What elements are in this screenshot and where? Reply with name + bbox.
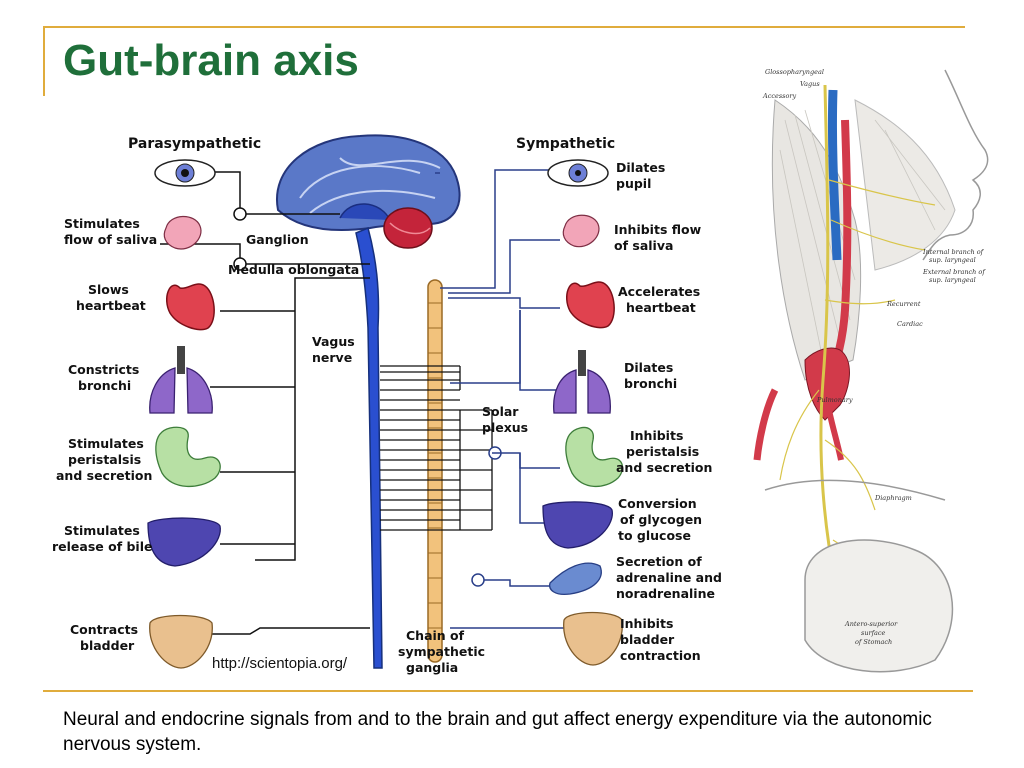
symp-effect-glycogen-2: of glycogen [620,512,702,527]
eye-left-illustration [154,159,216,187]
anatomy-label-accessory: Accessory [762,92,797,100]
bladder-right [563,611,623,666]
symp-effect-adrenaline-2: adrenaline and [616,570,722,585]
liver-left [147,517,221,567]
left-rule [43,26,45,96]
solar-plexus-label-1: Solar [482,404,519,419]
para-effect-peristalsis-1: Stimulates [68,436,144,451]
vagus-label-1: Vagus [312,334,355,349]
anatomy-label-stomach-3: of Stomach [855,638,892,646]
para-effect-bronchi-1: Constricts [68,362,139,377]
anatomy-label-cardiac: Cardiac [897,320,923,328]
parasympathetic-header: Parasympathetic [128,136,261,152]
adrenal-right [549,562,602,596]
anatomy-label-glossopharyngeal: Glossopharyngeal [765,68,824,76]
sympathetic-header: Sympathetic [516,136,615,152]
lungs-left [149,346,213,414]
slide-caption: Neural and endocrine signals from and to… [63,709,932,755]
symp-effect-peristalsis-2: peristalsis [626,444,699,459]
liver-right [542,501,613,549]
vagus-anatomy-illustration: Glossopharyngeal Vagus Accessory Interna… [745,60,1005,680]
chain-label-1: Chain of [406,628,465,643]
para-effect-bronchi-2: bronchi [78,378,131,393]
top-rule [43,26,965,28]
symp-effect-pupil-2: pupil [616,176,651,191]
heart-right [566,281,615,329]
symp-effect-glycogen-1: Conversion [618,496,697,511]
sympathetic-chain [427,279,443,663]
stomach-left [155,426,221,488]
para-effect-heart-1: Slows [88,282,129,297]
brain-illustration [275,134,461,249]
symp-effect-adrenaline-1: Secretion of [616,554,702,569]
symp-effect-bladder-3: contraction [620,648,701,663]
anatomy-label-vagus: Vagus [800,80,820,88]
chain-label-3: ganglia [406,660,458,675]
anatomy-label-external-1: External branch of [922,268,986,276]
medulla-label: Medulla oblongata [228,262,359,277]
salivary-gland-right [562,214,600,248]
eye-right-illustration [547,159,609,187]
anatomy-label-stomach-2: surface [861,629,886,637]
symp-effect-heart-2: heartbeat [626,300,696,315]
heart-left [166,283,215,331]
spinal-cord [355,226,383,669]
stomach-right [565,426,624,488]
source-url: http://scientopia.org/ [212,655,348,672]
para-effect-peristalsis-3: and secretion [56,468,152,483]
para-effect-peristalsis-2: peristalsis [68,452,141,467]
bottom-rule [43,690,973,692]
para-effect-heart-2: heartbeat [76,298,146,313]
lungs-right [553,350,611,414]
chain-label-2: sympathetic [398,644,485,659]
symp-effect-saliva-1: Inhibits flow [614,222,702,237]
para-effect-saliva-2: flow of saliva [64,232,157,247]
symp-effect-pupil-1: Dilates [616,160,665,175]
slide-title: Gut-brain axis [63,36,359,85]
anatomy-label-diaphragm: Diaphragm [874,494,912,502]
symp-effect-bladder-2: bladder [620,632,675,647]
anatomy-label-internal-1: Internal branch of [922,248,985,256]
para-effect-saliva-1: Stimulates [64,216,140,231]
para-effect-bile-2: release of bile [52,539,152,554]
anatomy-label-stomach-1: Antero-superior [844,620,898,628]
para-effect-bladder-2: bladder [80,638,135,653]
ganglion-label: Ganglion [246,232,309,247]
symp-effect-peristalsis-3: and secretion [616,460,712,475]
anatomy-label-pulmonary: Pulmonary [816,396,853,404]
symp-effect-adrenaline-3: noradrenaline [616,586,715,601]
symp-effect-glycogen-3: to glucose [618,528,691,543]
anatomy-label-internal-2: sup. laryngeal [929,256,976,264]
anatomy-label-external-2: sup. laryngeal [929,276,976,284]
para-effect-bladder-1: Contracts [70,622,138,637]
symp-effect-bronchi-2: bronchi [624,376,677,391]
autonomic-diagram: Parasympathetic Sympathetic Ganglion Med… [40,128,740,680]
vagus-label-2: nerve [312,350,352,365]
anatomy-label-recurrent: Recurrent [886,300,921,308]
symp-effect-bladder-1: Inhibits [620,616,673,631]
solar-plexus-label-2: plexus [482,420,528,435]
symp-effect-saliva-2: of saliva [614,238,673,253]
symp-effect-peristalsis-1: Inhibits [630,428,683,443]
symp-effect-bronchi-1: Dilates [624,360,673,375]
salivary-gland-left [163,215,202,250]
para-effect-bile-1: Stimulates [64,523,140,538]
bladder-left [149,614,213,669]
symp-effect-heart-1: Accelerates [618,284,700,299]
